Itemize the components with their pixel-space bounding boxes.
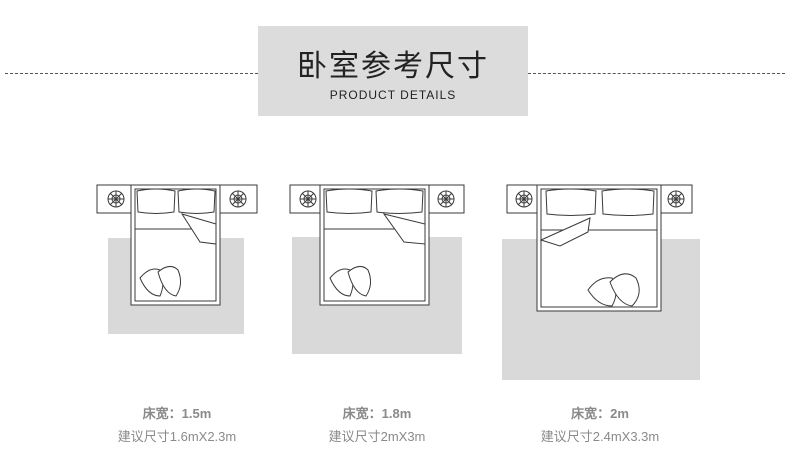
pillow-icon (601, 188, 655, 216)
bed-width-label: 床宽：2m (571, 406, 629, 421)
bed-width-label: 床宽：1.5m (142, 406, 212, 421)
title-box: 卧室参考尺寸 PRODUCT DETAILS (258, 26, 528, 116)
nightstand-lamp-icon (299, 190, 317, 208)
bed-width-label: 床宽：1.8m (342, 406, 412, 421)
suggested-size-label: 建议尺寸2.4mX3.3m (540, 429, 660, 444)
pillow-icon (136, 188, 176, 214)
left-dashed-rule (5, 73, 258, 74)
pillow-icon (545, 188, 597, 216)
page-title: 卧室参考尺寸 (297, 49, 489, 84)
cushion-icon (347, 266, 372, 297)
bedroom-plan-2 (289, 184, 465, 354)
plan-caption-2: 床宽：1.8m 建议尺寸2mX3m (292, 403, 462, 445)
nightstand-lamp-icon (515, 190, 533, 208)
bedroom-plan-3 (502, 184, 700, 380)
pillow-icon (375, 188, 424, 214)
suggested-size-label: 建议尺寸2mX3m (328, 429, 426, 444)
nightstand-lamp-icon (229, 190, 247, 208)
pillow-icon (325, 188, 373, 214)
plan-caption-1: 床宽：1.5m 建议尺寸1.6mX2.3m (97, 403, 257, 445)
pillow-icon (177, 188, 216, 214)
folded-blanket-icon (539, 217, 591, 247)
nightstand-lamp-icon (107, 190, 125, 208)
bedroom-plan-1 (96, 184, 258, 334)
right-dashed-rule (528, 73, 785, 74)
cushion-icon (157, 266, 182, 297)
nightstand-lamp-icon (437, 190, 455, 208)
plan-caption-3: 床宽：2m 建议尺寸2.4mX3.3m (500, 403, 700, 445)
suggested-size-label: 建议尺寸1.6mX2.3m (117, 429, 237, 444)
mattress (323, 188, 426, 302)
mattress (540, 188, 658, 308)
folded-blanket-icon (180, 213, 217, 245)
folded-blanket-icon (382, 213, 426, 245)
mattress (134, 188, 217, 302)
page-subtitle: PRODUCT DETAILS (329, 88, 457, 102)
cushion-icon (609, 273, 640, 307)
nightstand-lamp-icon (667, 190, 685, 208)
